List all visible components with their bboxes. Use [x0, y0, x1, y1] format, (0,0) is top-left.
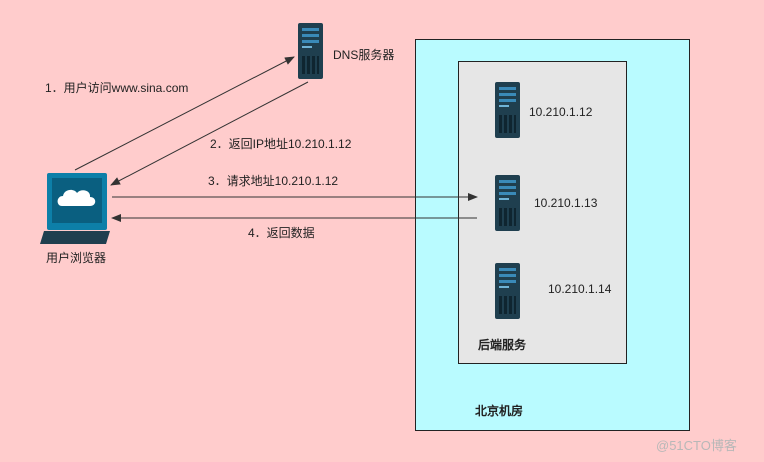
server-icon: [495, 82, 520, 138]
step-2-label: 2．返回IP地址10.210.1.12: [210, 137, 352, 151]
step-1-label: 1．用户访问www.sina.com: [45, 80, 188, 95]
backend-box: [458, 61, 627, 364]
dns-server-label: DNS服务器: [333, 47, 394, 62]
step-4-label: 4．返回数据: [248, 225, 315, 240]
step-3-label: 3．请求地址10.210.1.12: [208, 174, 338, 188]
server-ip-2: 10.210.1.13: [534, 196, 598, 210]
server-icon: [495, 263, 520, 319]
browser-label: 用户浏览器: [46, 250, 106, 265]
server-ip-3: 10.210.1.14: [548, 282, 612, 296]
server-ip-1: 10.210.1.12: [529, 105, 593, 119]
dns-server-icon: [298, 23, 323, 79]
watermark: @51CTO博客: [656, 438, 737, 453]
datacenter-label: 北京机房: [475, 403, 523, 418]
computer-icon: [40, 173, 110, 244]
arrow-step-2: [110, 81, 309, 186]
arrow-step-1: [74, 56, 295, 171]
server-icon: [495, 175, 520, 231]
backend-label: 后端服务: [478, 337, 527, 352]
